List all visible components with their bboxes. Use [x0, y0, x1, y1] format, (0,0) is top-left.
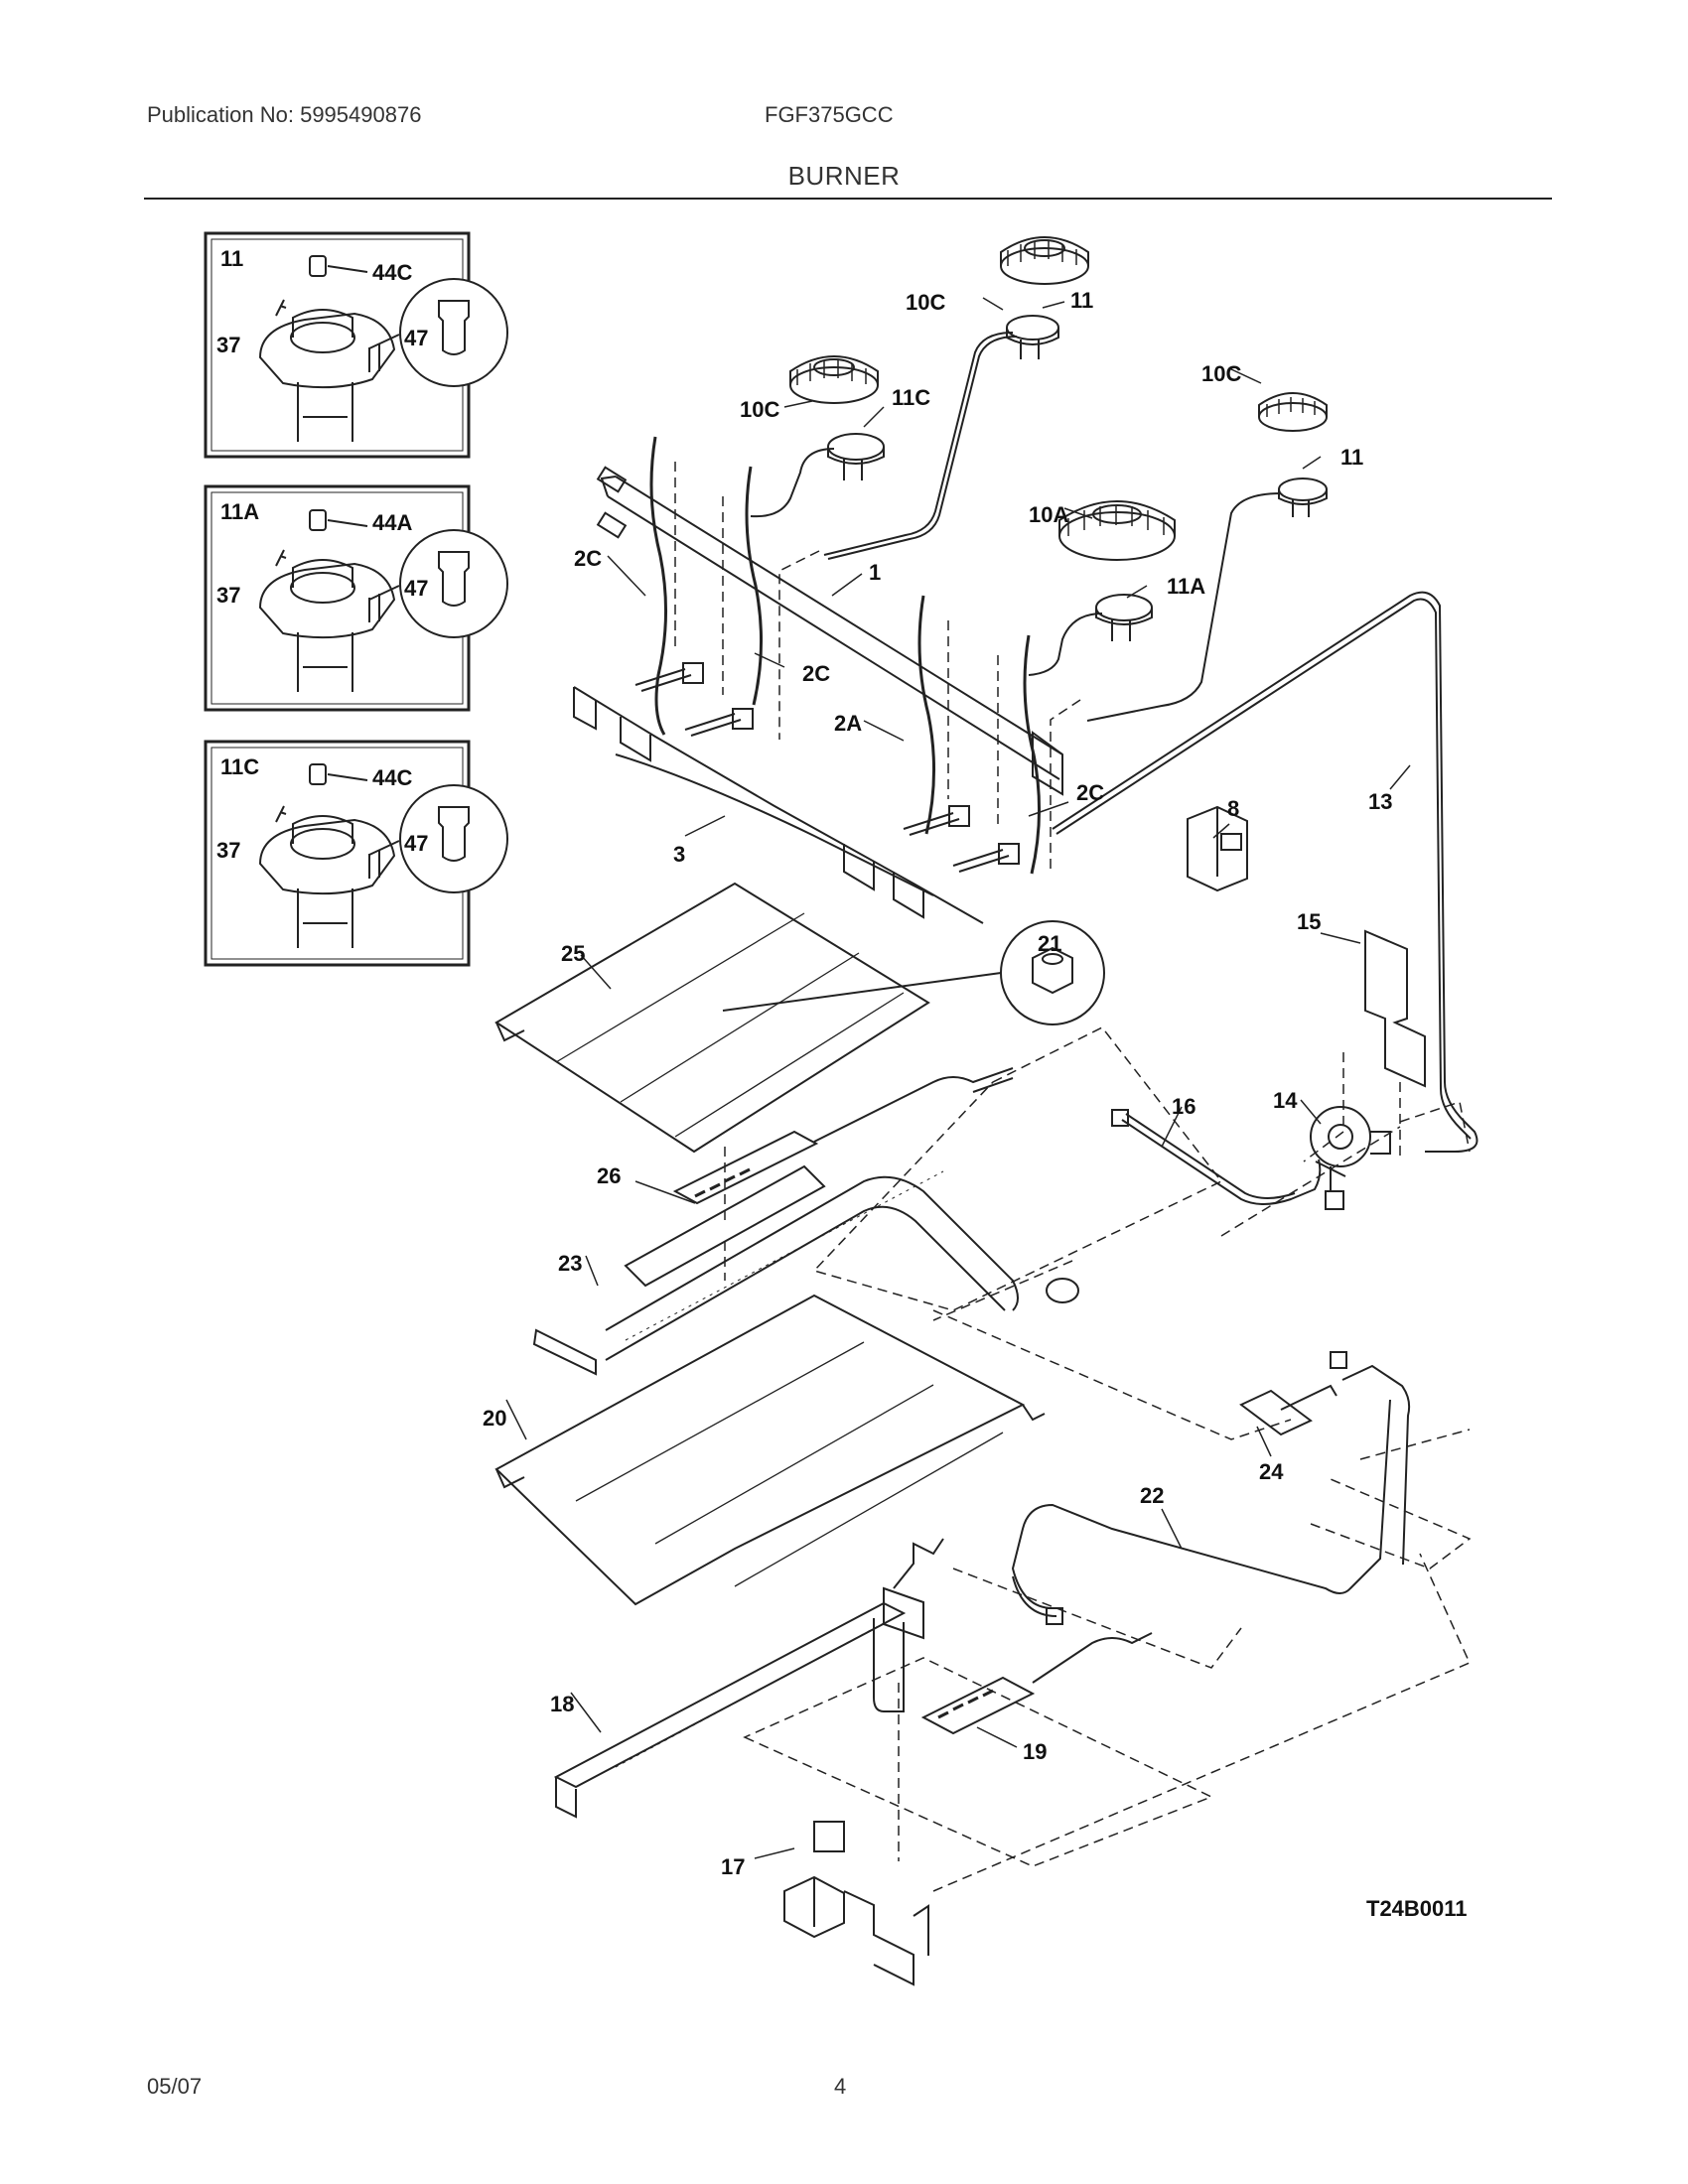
callout-10c-mid: 10C — [740, 397, 779, 422]
tube-right-burner — [1086, 492, 1282, 722]
nut-21-detail — [722, 920, 1105, 1025]
heat-shield-25 — [494, 882, 930, 1154]
callout-16: 16 — [1172, 1094, 1196, 1119]
broil-shield-20 — [494, 1294, 1046, 1606]
burner-baffle — [624, 1164, 826, 1288]
orifice-holder-24 — [1239, 1351, 1411, 1566]
inset-11c-44c-label: 44C — [372, 765, 412, 790]
burner-head-10c-right — [1258, 392, 1328, 432]
inset-11-47-label: 47 — [404, 326, 428, 350]
callout-23: 23 — [558, 1251, 582, 1276]
inset-panel-11c — [204, 740, 508, 967]
burner-base-11a — [1095, 594, 1153, 641]
tube-16-fitting — [1111, 1109, 1129, 1127]
inset-11-44c-label: 44C — [372, 260, 412, 285]
publication-number: Publication No: 5995490876 — [147, 102, 422, 127]
callout-18: 18 — [550, 1692, 574, 1716]
inset-panel-11a — [204, 484, 508, 712]
bracket-15 — [1364, 929, 1426, 1088]
assembly-lines-lower — [743, 1026, 1472, 1892]
callout-2c-right: 2C — [1076, 780, 1104, 805]
inset-11c-47-label: 47 — [404, 831, 428, 856]
tube-16-edge — [1125, 1113, 1296, 1199]
burner-head-10c-top — [1000, 236, 1089, 285]
main-gas-tube-13 — [1052, 591, 1478, 1153]
callout-2c-left: 2C — [574, 546, 602, 571]
inset-11a-47-label: 47 — [404, 576, 428, 601]
tube-11c — [750, 448, 835, 518]
callout-11c: 11C — [892, 385, 930, 410]
igniter-19 — [920, 1632, 1153, 1735]
callout-11-top: 11 — [1070, 288, 1093, 313]
inset-11c-label: 11C — [220, 754, 259, 779]
header-rule — [144, 198, 1552, 200]
burner-valves — [634, 662, 1020, 873]
callout-22: 22 — [1140, 1483, 1164, 1508]
page-number: 4 — [834, 2074, 847, 2099]
callout-10c-top: 10C — [906, 290, 945, 315]
inset-11a-label: 11A — [220, 499, 259, 524]
pressure-regulator-14 — [1310, 1106, 1391, 1210]
leader-lines — [505, 297, 1411, 1859]
igniter-26 — [672, 1067, 1014, 1205]
callout-11-right: 11 — [1340, 445, 1363, 470]
callout-10a: 10A — [1029, 502, 1068, 527]
callout-19: 19 — [1023, 1739, 1047, 1764]
burner-head-10a — [1058, 500, 1176, 561]
callout-13: 13 — [1368, 789, 1392, 814]
callout-3: 3 — [673, 842, 685, 867]
inset-11-37-label: 37 — [216, 333, 240, 357]
inset-11a-37-label: 37 — [216, 583, 240, 608]
callout-14: 14 — [1273, 1088, 1298, 1113]
spark-wires — [649, 436, 1041, 875]
burner-head-10c-mid — [789, 355, 879, 404]
tube-11a — [1028, 613, 1103, 676]
manifold-bracket-3 — [573, 686, 984, 924]
page-title: BURNER — [787, 161, 901, 191]
oven-burner-tube-23 — [532, 1170, 1079, 1376]
tube-top-burner — [823, 332, 1014, 556]
callout-2a: 2A — [834, 711, 862, 736]
safety-valve-17 — [783, 1821, 929, 1986]
spark-module-8 — [1187, 805, 1248, 892]
broil-burner-18 — [553, 1538, 944, 1819]
burner-base-11-right — [1278, 478, 1328, 517]
drawing-code: T24B0011 — [1366, 1896, 1468, 1921]
inset-11-label: 11 — [220, 246, 243, 271]
tube-16 — [1121, 1119, 1322, 1205]
callout-15: 15 — [1297, 909, 1321, 934]
burner-base-11c — [827, 433, 885, 480]
burner-base-11-top — [1006, 315, 1059, 359]
callout-26: 26 — [597, 1163, 621, 1188]
model-number: FGF375GCC — [765, 102, 894, 127]
assembly-lines-top — [674, 462, 1081, 874]
tube-top-burner-edge — [827, 336, 1018, 560]
callout-17: 17 — [721, 1854, 745, 1879]
inset-11a-44a-label: 44A — [372, 510, 412, 535]
manifold-pipe-1 — [596, 466, 1063, 796]
inset-panel-11 — [204, 231, 508, 459]
callout-8: 8 — [1227, 796, 1239, 821]
inset-11c-37-label: 37 — [216, 838, 240, 863]
callout-10c-right: 10C — [1201, 361, 1241, 386]
callout-20: 20 — [483, 1406, 506, 1431]
callout-1: 1 — [869, 560, 881, 585]
gas-tube-22 — [1011, 1399, 1391, 1625]
footer-date: 05/07 — [147, 2074, 203, 2099]
callout-24: 24 — [1259, 1459, 1284, 1484]
callout-25: 25 — [561, 941, 585, 966]
callout-11a: 11A — [1167, 574, 1205, 599]
callout-21: 21 — [1038, 931, 1061, 956]
callout-2c-mid: 2C — [802, 661, 830, 686]
